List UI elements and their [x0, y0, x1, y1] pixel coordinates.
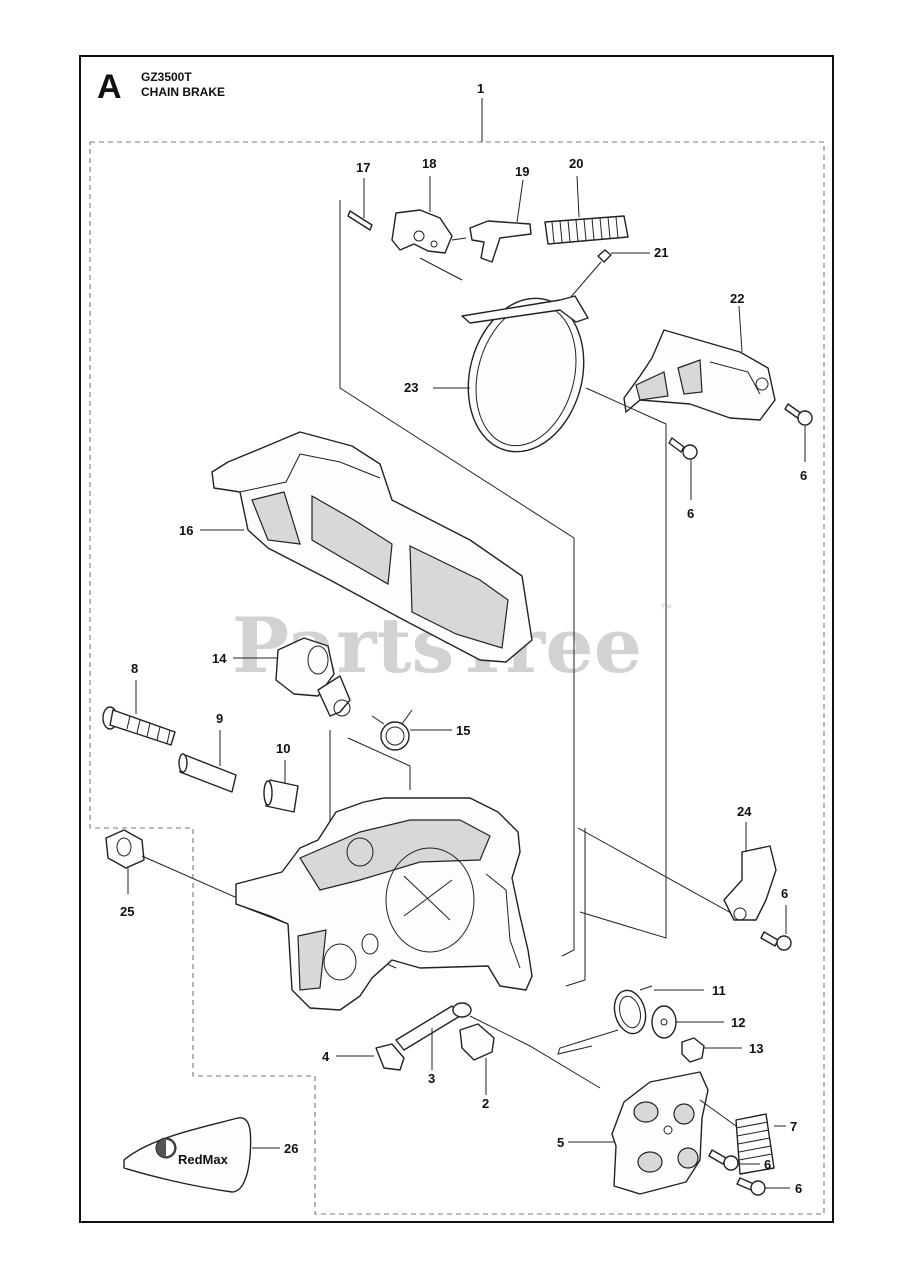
callout-26: 26 — [284, 1141, 298, 1156]
callout-9: 9 — [216, 711, 223, 726]
chain-brake-housing — [235, 797, 533, 1011]
callout-2: 2 — [482, 1096, 489, 1111]
callout-18: 18 — [422, 156, 436, 171]
callout-6a: 6 — [800, 468, 807, 483]
part-20-spring — [544, 175, 629, 245]
guide-line-c — [565, 828, 586, 987]
callout-23: 23 — [404, 380, 418, 395]
part-11-spring — [557, 985, 704, 1055]
brand-logo-text: RedMax — [178, 1152, 229, 1167]
callout-12: 12 — [731, 1015, 745, 1030]
part-9-tube — [178, 730, 237, 793]
callout-15: 15 — [456, 723, 470, 738]
part-8-bolt — [102, 680, 176, 746]
callout-20: 20 — [569, 156, 583, 171]
part-7-spring — [735, 1113, 786, 1175]
guide-line-d — [577, 827, 741, 919]
callout-3: 3 — [428, 1071, 435, 1086]
part-15-spring — [329, 709, 452, 822]
part-13-nut — [681, 1037, 742, 1063]
diagram-title: CHAIN BRAKE — [141, 85, 225, 99]
callout-16: 16 — [179, 523, 193, 538]
callout-13: 13 — [749, 1041, 763, 1056]
guide-line-a — [339, 200, 575, 957]
callout-19: 19 — [515, 164, 529, 179]
part-4-adjuster — [336, 1043, 405, 1071]
callout-14: 14 — [212, 651, 227, 666]
part-16-handle-guard — [200, 431, 533, 663]
callout-5: 5 — [557, 1135, 564, 1150]
callout-1: 1 — [477, 81, 484, 96]
part-26-decal: RedMax — [123, 1117, 280, 1193]
part-6-screw-c — [760, 905, 792, 951]
part-22-chain-guard — [623, 305, 776, 421]
assembly-boundary — [89, 141, 825, 1215]
part-6-screw-a — [784, 403, 813, 462]
part-21-sleeve — [569, 249, 650, 299]
part-12-washer — [651, 1005, 724, 1039]
callout-22: 22 — [730, 291, 744, 306]
part-5-chain-plate — [568, 1071, 737, 1195]
part-24-knob — [723, 822, 777, 921]
callout-6d: 6 — [764, 1157, 771, 1172]
model-number: GZ3500T — [141, 70, 192, 84]
part-6-screw-b — [668, 437, 698, 500]
callout-21: 21 — [654, 245, 668, 260]
part-6-screw-d — [708, 1149, 760, 1171]
callout-6c: 6 — [781, 886, 788, 901]
part-18-lever — [391, 176, 467, 281]
guide-line-b — [579, 387, 667, 939]
callout-10: 10 — [276, 741, 290, 756]
part-3-stud — [395, 1002, 601, 1089]
part-6-screw-e — [736, 1177, 790, 1196]
callout-6b: 6 — [687, 506, 694, 521]
part-2-screw — [459, 1023, 495, 1095]
callout-7: 7 — [790, 1119, 797, 1134]
diagram-frame — [79, 55, 834, 1223]
part-23-brake-band — [433, 295, 589, 453]
callout-11: 11 — [712, 983, 726, 998]
part-10-sleeve — [263, 760, 299, 813]
callout-6e: 6 — [795, 1181, 802, 1196]
callout-25: 25 — [120, 904, 134, 919]
callout-17: 17 — [356, 160, 370, 175]
callout-4: 4 — [322, 1049, 330, 1064]
part-17-pin — [347, 178, 373, 231]
part-14-brake-arm — [233, 637, 351, 717]
callout-8: 8 — [131, 661, 138, 676]
section-letter: A — [97, 68, 122, 106]
part-19-latch — [469, 179, 532, 263]
callout-24: 24 — [737, 804, 752, 819]
